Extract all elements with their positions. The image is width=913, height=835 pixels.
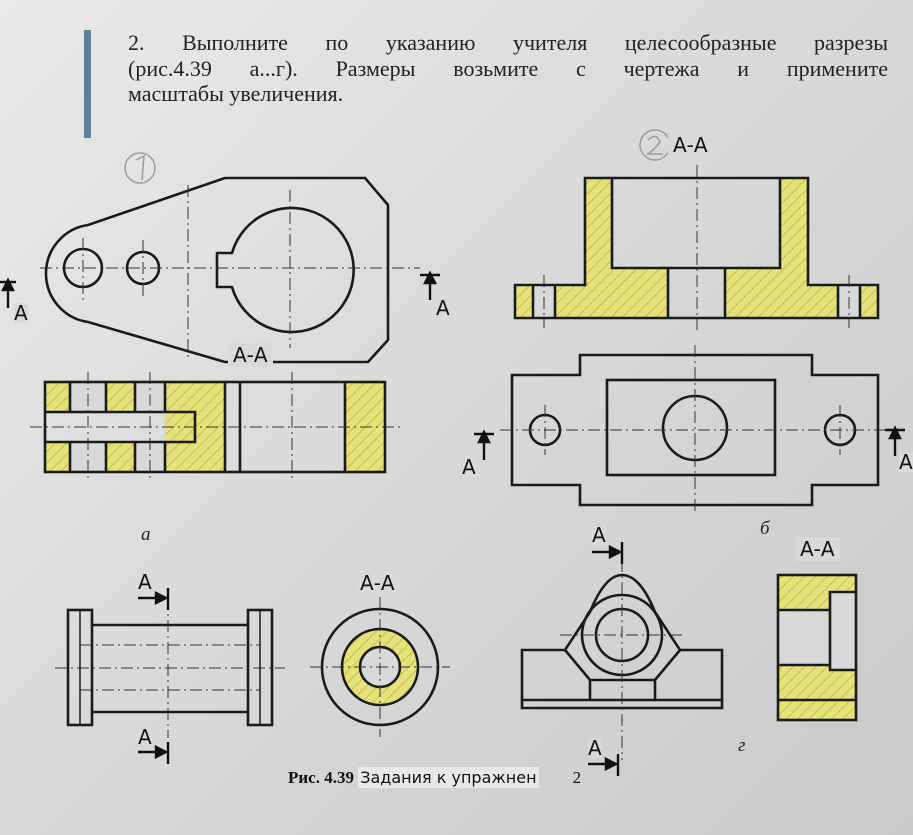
cut-arrows — [0, 270, 905, 776]
cut-letter-g-bottom: A — [588, 736, 602, 760]
caption-tail: 2 — [572, 768, 582, 787]
subfigure-label-b: б — [760, 518, 770, 539]
cut-letter-a-right: A — [436, 296, 450, 320]
cut-letter-shaft-top: A — [138, 570, 152, 594]
section-label-b: А-А — [668, 133, 713, 157]
cut-letter-b-right: A — [899, 450, 913, 474]
figure-g-front-view — [520, 560, 724, 760]
handwritten-marks — [124, 129, 671, 184]
figure-ring-section — [310, 597, 450, 737]
subfigure-label-a: а — [141, 524, 151, 545]
figure-a-plan-view — [44, 176, 390, 364]
task-line-3: масштабы увеличения. — [128, 81, 344, 107]
cut-letter-a-left: A — [14, 301, 28, 325]
figure-b-section-view — [513, 165, 880, 330]
section-label-g: А-А — [795, 537, 840, 561]
task-line-2: (рис.4.39 а...г). Размеры возьмите с чер… — [128, 55, 888, 81]
figure-caption: Рис. 4.39 Задания к упражнен 2 — [288, 767, 582, 788]
section-label-a: А-А — [228, 343, 273, 367]
task-text: 2. Выполните по указанию учителя целесоо… — [128, 30, 888, 107]
cut-letter-g-top: A — [592, 523, 606, 547]
figure-shaft-side-view — [55, 598, 285, 738]
caption-fig-number: Рис. 4.39 — [288, 768, 354, 787]
figure-a-plan-centerlines — [40, 185, 420, 360]
margin-bar — [84, 30, 91, 138]
section-label-ring: А-А — [355, 571, 400, 595]
figure-b-plan-view — [500, 345, 890, 515]
cut-letter-b-left: A — [462, 455, 476, 479]
caption-text: Задания к упражнен — [358, 767, 539, 788]
task-line-1: 2. Выполните по указанию учителя целесоо… — [128, 30, 888, 55]
cut-letter-shaft-bottom: A — [138, 725, 152, 749]
figure-a-section-view — [30, 372, 400, 482]
subfigure-label-g: г — [738, 735, 746, 756]
figure-g-section-view — [776, 573, 858, 722]
